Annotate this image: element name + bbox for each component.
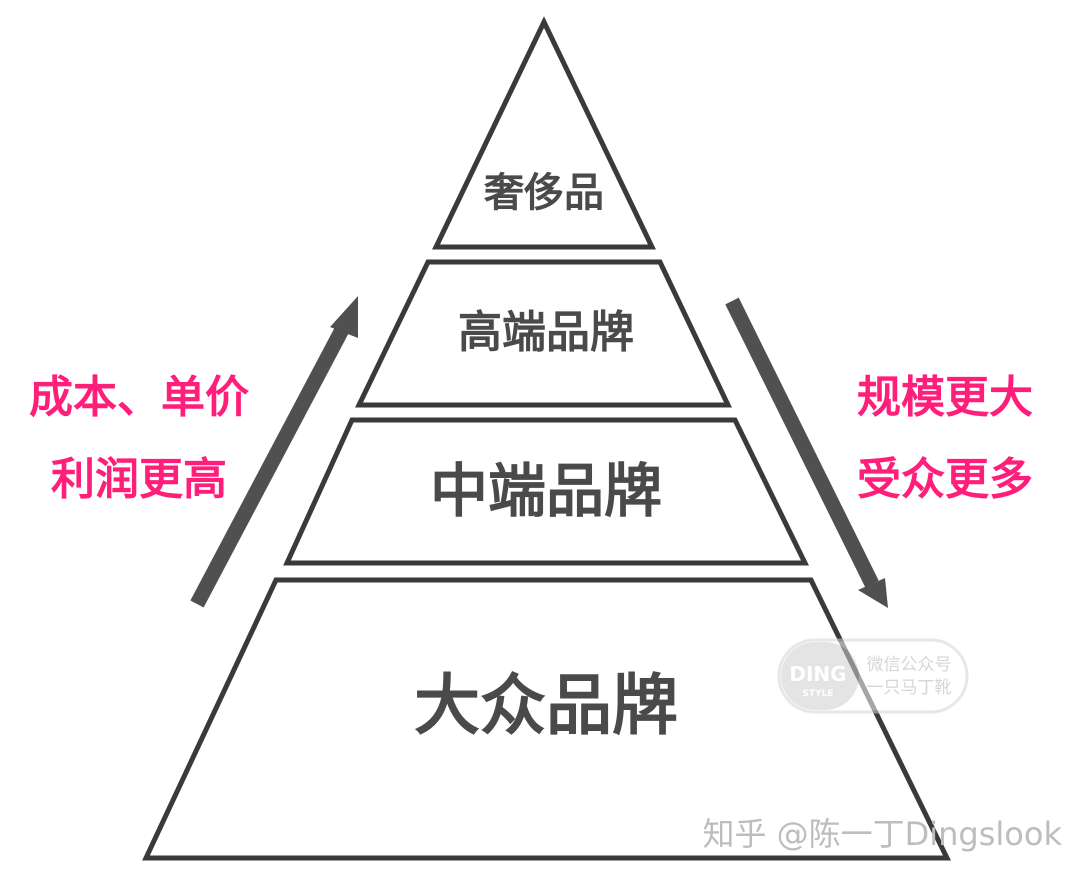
watermark: DING STYLE 微信公众号 一只马丁靴 [777, 638, 969, 714]
watermark-line2: 一只马丁靴 [867, 678, 952, 698]
tier-mid-shape [283, 417, 810, 566]
tier-luxury-shape [432, 16, 656, 250]
tier-mid-label: 中端品牌 [430, 457, 662, 525]
left-text-line1: 成本、单价 [29, 372, 249, 423]
watermark-logo-sub: STYLE [802, 689, 833, 699]
tier-luxury-label: 奢侈品 [484, 170, 604, 216]
arrow-down-right-icon [725, 297, 888, 608]
tier-premium-label: 高端品牌 [458, 307, 634, 358]
watermark-line1: 微信公众号 [867, 655, 952, 675]
tier-mass-shape [142, 577, 952, 861]
right-text-line2: 受众更多 [857, 454, 1033, 505]
watermark-logo-main: DING [789, 662, 846, 686]
arrow-up-right-icon [190, 296, 358, 608]
tier-mass-label: 大众品牌 [414, 667, 678, 744]
credit-text: 知乎 @陈一丁Dingslook [702, 815, 1062, 853]
tier-premium-shape [355, 259, 732, 408]
watermark-logo-bg [781, 642, 859, 710]
right-text-line1: 规模更大 [857, 372, 1033, 423]
left-text-line2: 利润更高 [51, 454, 227, 505]
